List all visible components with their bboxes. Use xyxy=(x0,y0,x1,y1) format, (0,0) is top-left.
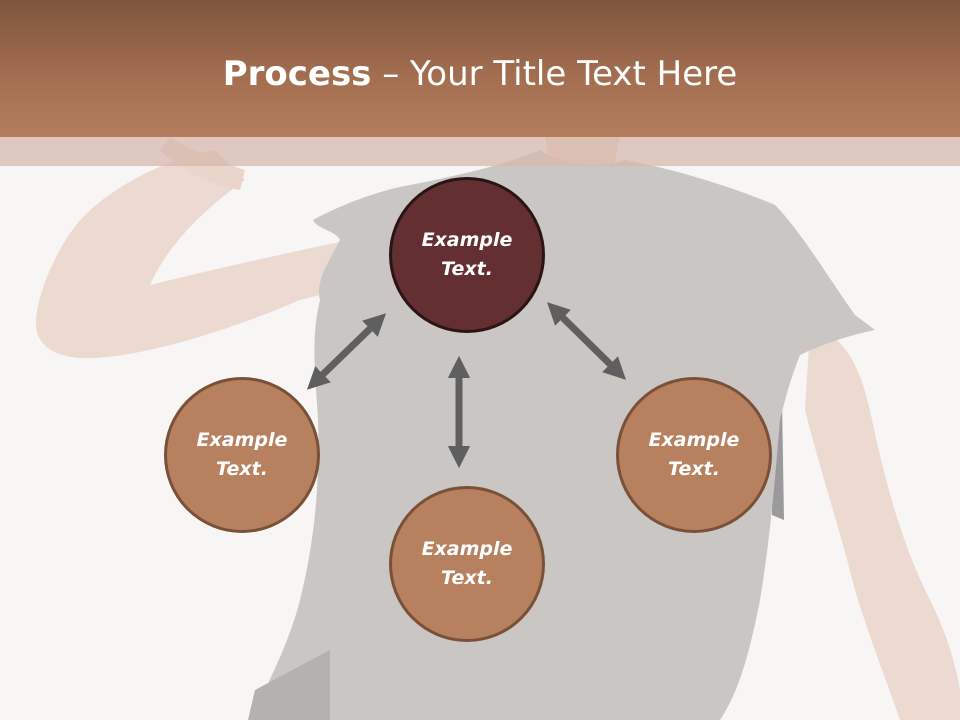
node-right-line1: Example xyxy=(648,429,740,451)
double-arrow-icon xyxy=(306,313,387,390)
node-top-line1: Example xyxy=(421,229,513,251)
right-arm xyxy=(805,330,960,720)
skirt xyxy=(248,650,330,720)
node-top-line2: Text. xyxy=(441,258,493,280)
process-node-right[interactable]: Example Text. xyxy=(616,377,772,533)
node-right-line2: Text. xyxy=(668,458,720,480)
double-arrow-icon xyxy=(547,302,626,380)
node-left-line2: Text. xyxy=(216,458,268,480)
process-node-top[interactable]: Example Text. xyxy=(389,177,545,333)
raised-arm xyxy=(35,150,361,359)
slide-title: Process – Your Title Text Here xyxy=(0,52,960,96)
node-bottom-line2: Text. xyxy=(441,567,493,589)
process-node-left[interactable]: Example Text. xyxy=(164,377,320,533)
node-bottom-line1: Example xyxy=(421,538,513,560)
process-node-bottom[interactable]: Example Text. xyxy=(389,486,545,642)
title-bar xyxy=(0,0,960,137)
title-bold: Process xyxy=(222,54,372,94)
title-strip xyxy=(0,137,960,166)
node-left-line1: Example xyxy=(196,429,288,451)
title-rest: – Your Title Text Here xyxy=(371,54,738,94)
